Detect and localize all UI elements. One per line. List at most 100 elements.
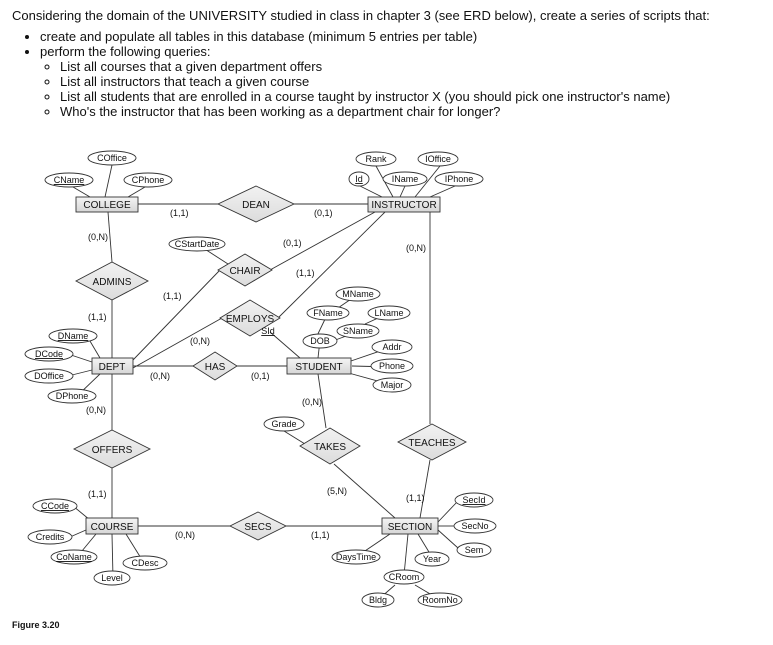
cardinality-college-admins: (0,N) [88,232,108,242]
attribute-lname-label: LName [374,308,403,318]
attribute-labels: COffice CName CPhone Rank IOffice Id INa… [34,153,488,605]
attribute-croom-label: CRoom [389,572,420,582]
instructions: Considering the domain of the UNIVERSITY… [12,8,762,119]
attribute-id [348,171,370,187]
cardinality-course-offers: (1,1) [88,489,107,499]
attribute-iname [382,171,428,187]
relationships: DEAN CHAIR ADMINS EMPLOYS HAS OFFERS TAK… [72,185,467,541]
attribute-secno [453,518,497,534]
entity-dept-label: DEPT [99,362,126,373]
attribute-croom [383,569,425,585]
query-item: List all courses that a given department… [60,59,762,74]
relationship-takes-label: TAKES [314,442,346,453]
attribute-dcode [24,346,74,362]
attribute-dcode-label: DCode [35,349,63,359]
query-item: List all instructors that teach a given … [60,74,762,89]
cardinality-course-secs: (0,N) [175,530,195,540]
entity-course-label: COURSE [91,522,134,533]
entities: COLLEGE INSTRUCTOR DEPT STUDENT COURSE S… [75,196,441,535]
attribute-mname [335,286,381,302]
attribute-coname-label: CoName [56,552,92,562]
attribute-year [414,551,450,567]
relationship-dean-label: DEAN [242,200,270,211]
relationship-dean [216,185,296,223]
attribute-doffice [24,368,74,384]
attribute-cphone [123,172,173,188]
attribute-major-label: Major [381,380,404,390]
entity-college [75,196,139,213]
attribute-secid-label: SecId [462,495,485,505]
relationship-offers [72,429,152,469]
attributes [24,150,497,608]
attribute-credits [27,529,73,545]
attribute-doffice-label: DOffice [34,371,64,381]
relationship-teaches-label: TEACHES [408,438,456,449]
attribute-dphone-label: DPhone [56,391,89,401]
attribute-sid-label: SId [261,326,275,336]
attribute-cstartdate-label: CStartDate [175,239,220,249]
attribute-iname-label: IName [392,174,419,184]
attribute-cdesc-label: CDesc [131,558,159,568]
query-item: List all students that are enrolled in a… [60,89,762,104]
attribute-iphone-label: IPhone [445,174,474,184]
attribute-coffice [87,150,137,166]
attribute-sem [456,542,492,558]
query-item: Who's the instructor that has been worki… [60,104,762,119]
attribute-lname [367,305,411,321]
relationship-chair-label: CHAIR [229,266,260,277]
attribute-bldg-label: Bldg [369,595,387,605]
attribute-grade [263,416,305,432]
figure-caption: Figure 3.20 [12,620,60,630]
cardinality-dept-chair: (1,1) [163,291,182,301]
attribute-fname-label: FName [313,308,343,318]
cardinality-instructor-employs: (1,1) [296,268,315,278]
entity-instructor-label: INSTRUCTOR [371,200,436,211]
attribute-id-label: Id [355,174,363,184]
attribute-major [372,377,412,393]
cardinality-instructor-chair: (0,1) [283,238,302,248]
attribute-year-label: Year [423,554,441,564]
cardinality-instructor-dean: (0,1) [314,208,333,218]
task-list: create and populate all tables in this d… [12,29,762,119]
attribute-level-label: Level [101,573,123,583]
attribute-level [93,570,131,586]
attribute-coffice-label: COffice [97,153,127,163]
attribute-cdesc [122,555,168,571]
entity-student [286,357,352,375]
relationship-offers-label: OFFERS [92,445,133,456]
attribute-cname-label: CName [54,175,85,185]
entity-student-label: STUDENT [295,362,342,373]
task-queries-label: perform the following queries: [40,44,211,59]
cardinality-dept-has: (0,N) [150,371,170,381]
attribute-phone-label: Phone [379,361,405,371]
attribute-cname [44,172,94,188]
attribute-sname [336,323,380,339]
cardinality-college-dean: (1,1) [170,208,189,218]
entity-section [381,517,439,535]
relationship-employs-label: EMPLOYS [226,314,275,325]
query-list: List all courses that a given department… [40,59,762,119]
relationship-admins-label: ADMINS [93,277,132,288]
cardinality-student-takes: (0,N) [302,397,322,407]
task-create-tables: create and populate all tables in this d… [40,29,762,44]
attribute-daystime-label: DaysTime [336,552,376,562]
attribute-grade-label: Grade [271,419,296,429]
relationship-has-label: HAS [205,362,226,373]
attribute-credits-label: Credits [36,532,65,542]
attribute-coname [50,549,98,565]
attribute-iphone [434,171,484,187]
relationship-secs [228,511,288,541]
entity-instructor [367,196,441,213]
attribute-secno-label: SecNo [461,521,488,531]
attribute-rank-label: Rank [365,154,387,164]
attribute-cstartdate [168,236,226,252]
relationship-employs [219,299,281,337]
relationship-secs-label: SECS [244,522,272,533]
attribute-sname-label: SName [343,326,373,336]
relationship-has [192,351,238,381]
attribute-addr-label: Addr [382,342,401,352]
relationship-chair [217,253,273,287]
intro-heading: Considering the domain of the UNIVERSITY… [12,8,710,23]
attribute-dob-label: DOB [310,336,330,346]
attribute-roomno [417,592,463,608]
